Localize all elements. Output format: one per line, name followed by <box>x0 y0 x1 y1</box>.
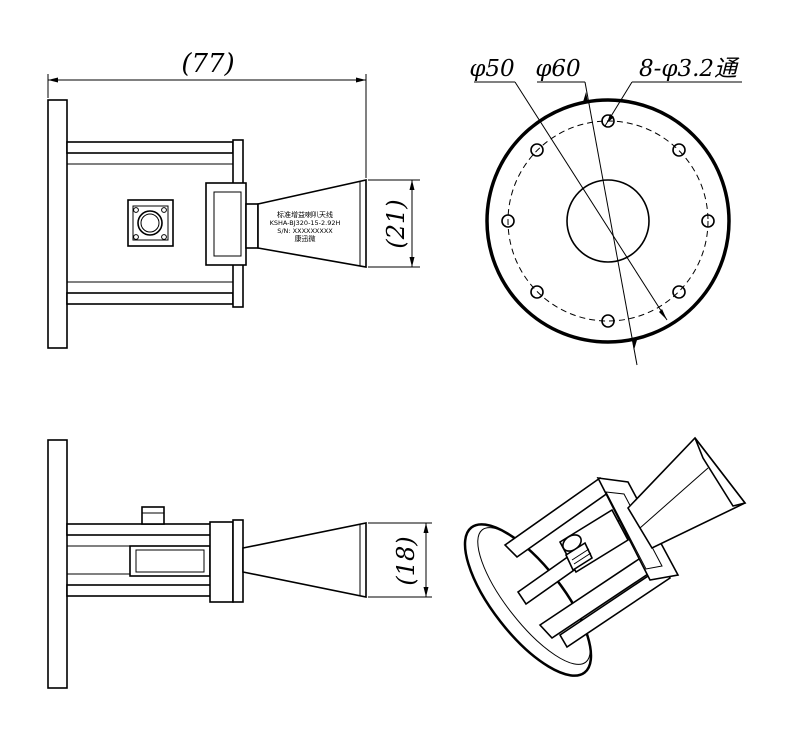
side-view: (18) <box>47 439 432 689</box>
horn-body <box>257 179 367 268</box>
connector-flange <box>127 199 174 247</box>
horn-label-line3: S/N: XXXXXXXXX <box>277 227 333 235</box>
side-horn-body <box>242 522 367 598</box>
dimension-21: (21) <box>368 179 420 268</box>
front-view: 标准增益喇叭天线 KSHA-BJ320-15-2.92H S/N: XXXXXX… <box>47 49 420 349</box>
dim-aperture-side-text: (18) <box>392 536 420 585</box>
hole <box>601 114 615 128</box>
horn-label-line2: KSHA-BJ320-15-2.92H <box>270 219 341 227</box>
hole <box>672 143 686 157</box>
frame-rail-top <box>66 141 234 154</box>
iso-end-frame <box>596 477 680 581</box>
dim-outer-diameter-text: φ60 <box>535 56 580 82</box>
flange-plate <box>47 99 68 349</box>
hole <box>601 314 615 328</box>
hole <box>672 285 686 299</box>
hole <box>530 143 544 157</box>
end-view: φ50 φ60 8-φ3.2通 <box>469 56 742 366</box>
horn-label-line1: 标准增益喇叭天线 <box>277 210 333 219</box>
outer-flange-circle <box>485 98 731 344</box>
dim-length-text: (77) <box>181 49 234 79</box>
hole <box>530 285 544 299</box>
waveguide-block <box>205 182 247 266</box>
horn-label-line4: 康迅微 <box>295 234 316 243</box>
dim-aperture-text: (21) <box>382 199 410 248</box>
frame-rail-bottom <box>66 292 234 305</box>
iso-horn-aperture <box>694 437 747 507</box>
isometric-view <box>463 436 747 677</box>
dim-inner-diameter-text: φ50 <box>469 56 514 82</box>
mounting-holes <box>501 114 715 328</box>
side-connector <box>141 506 165 525</box>
side-flange-plate <box>47 439 68 689</box>
hole <box>701 214 715 228</box>
hole <box>501 214 515 228</box>
center-hole <box>566 179 650 263</box>
dimension-77: (77) <box>47 49 367 178</box>
dim-holes-text: 8-φ3.2通 <box>639 56 740 82</box>
dimension-18: (18) <box>368 522 432 598</box>
